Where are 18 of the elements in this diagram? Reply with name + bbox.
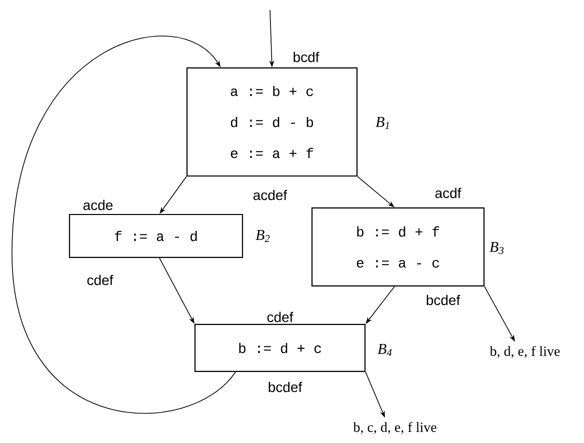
live-label: b, c, d, e, f live — [353, 422, 436, 434]
live-set-label: acde — [83, 200, 113, 210]
arrow — [12, 36, 236, 414]
block-label: B$_{2}$ — [256, 230, 270, 242]
live-set-label: cdef — [87, 274, 114, 286]
live-set-label: acdf — [435, 188, 462, 198]
block-label: B$_{1}$ — [376, 117, 389, 129]
live-set-label: cdef — [267, 312, 294, 322]
live-set-label: acdef — [253, 190, 288, 200]
code-box: a := b + c d := d - b e := a + f — [186, 67, 358, 177]
code-box: f := a - d — [68, 214, 244, 258]
live-set-label: bcdf — [294, 52, 320, 62]
block-label: B$_{4}$ — [378, 344, 392, 356]
live-set-label: bcdef — [268, 382, 302, 392]
block-label: B$_{3}$ — [490, 242, 504, 254]
live-label: b, d, e, f live — [490, 346, 560, 358]
live-set-label: bcdef — [426, 294, 460, 306]
code-box: b := d + c — [194, 324, 366, 372]
